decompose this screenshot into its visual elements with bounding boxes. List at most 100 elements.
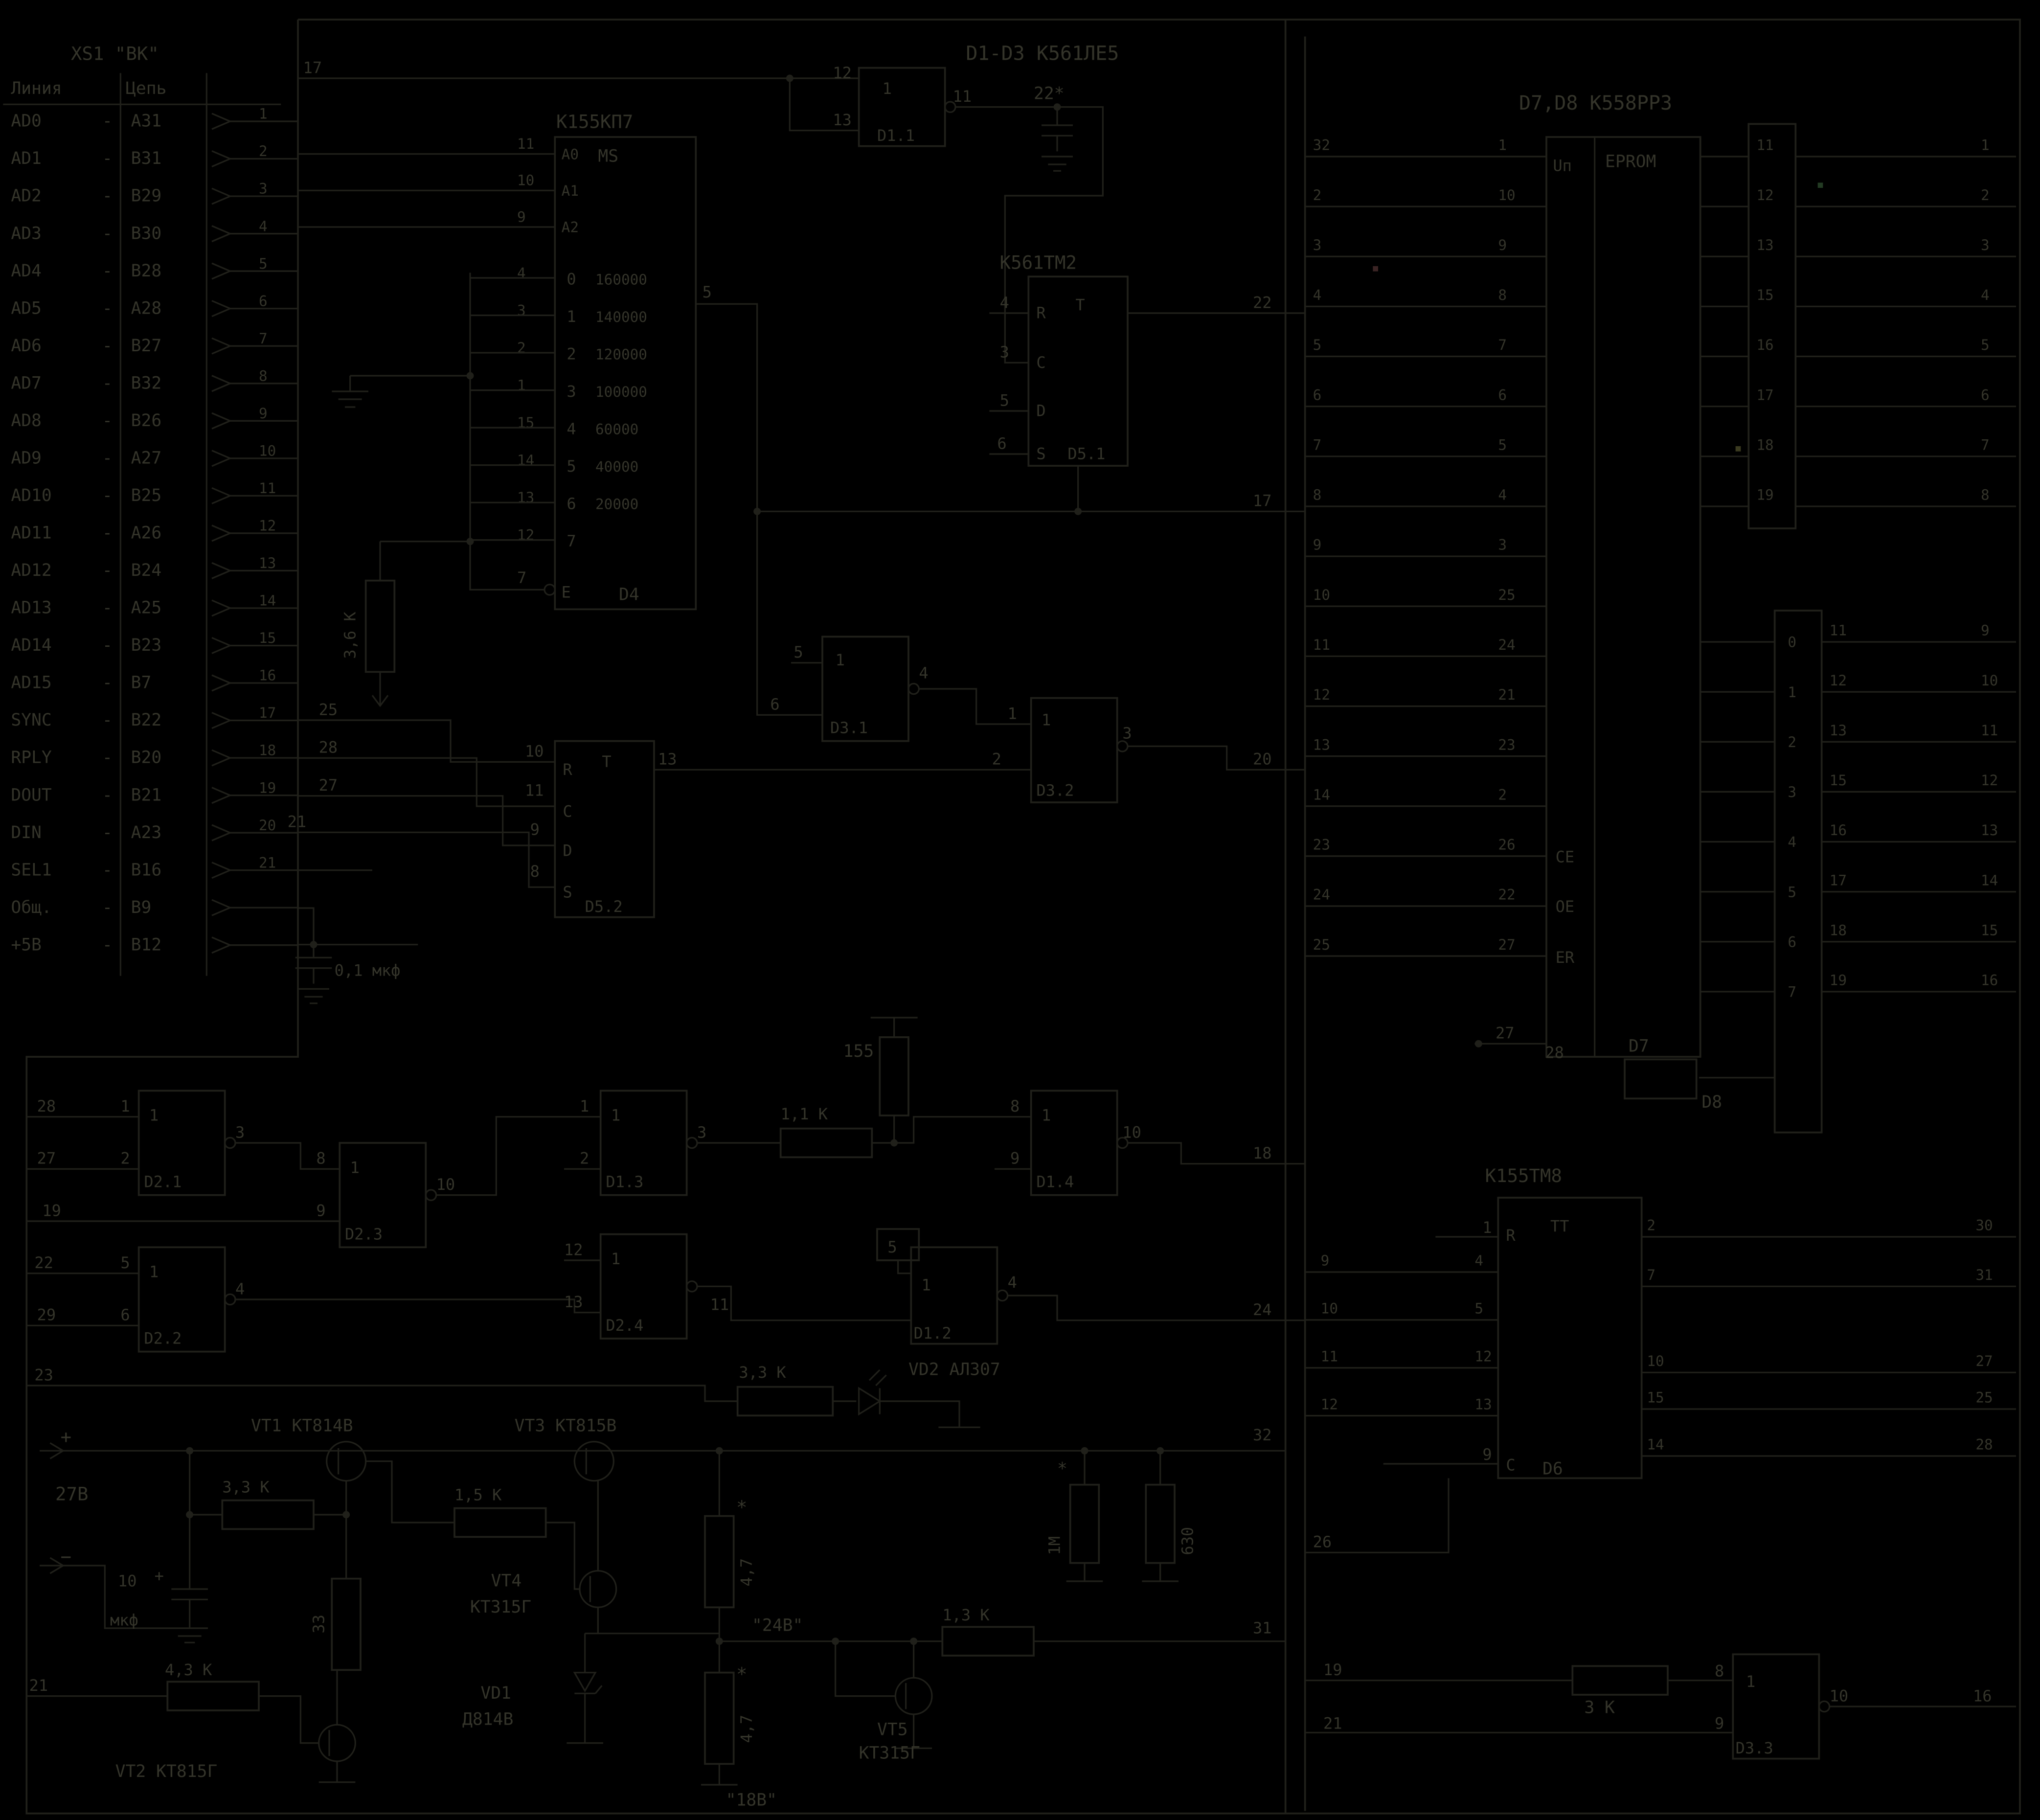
schematic-label: D2.2 [144, 1329, 181, 1348]
schematic-label: 1,5 К [454, 1486, 502, 1504]
vt2-body [318, 1724, 356, 1762]
tm8-far-pin: 28 [1975, 1436, 1993, 1453]
connector-signal: AD1 [11, 149, 42, 168]
connector-num: 3 [259, 181, 268, 197]
connector-dash: - [102, 486, 113, 505]
schematic-label: 3 [697, 1123, 706, 1141]
resistor-3r6k [364, 579, 396, 673]
connector-dash: - [102, 636, 113, 655]
eprom-inner-pin: 27 [1498, 936, 1515, 953]
schematic-label: D5.2 [585, 897, 623, 916]
schematic-label: 9 [530, 820, 540, 839]
schematic-label: D5.1 [1067, 445, 1105, 463]
schematic-label: 1 [1042, 711, 1051, 729]
schematic-label: E [562, 583, 571, 601]
chip-d6-tm8 [1497, 1197, 1643, 1479]
tm8-far-pin: 30 [1975, 1217, 1993, 1234]
eprom-outer-pin: 8 [1313, 487, 1322, 503]
connector-arrow [211, 225, 232, 243]
resistor-4r7-top [704, 1515, 735, 1609]
schematic-label: 33 [309, 1615, 328, 1634]
schematic-label: 20 [1253, 750, 1272, 769]
connector-arrow [211, 674, 232, 692]
schematic-label: 4,7 [737, 1715, 756, 1743]
schematic-label: 19 [42, 1201, 61, 1220]
eprom-inner-pin: 10 [1498, 187, 1515, 204]
connector-pin: B28 [131, 261, 162, 281]
bus-bit: 0 [1788, 634, 1796, 651]
tm8-inner-pin: 4 [1474, 1252, 1483, 1269]
bus-pin: 18 [1756, 436, 1773, 453]
bus-strip-bottom [1773, 610, 1823, 1134]
connector-pin: A28 [131, 298, 162, 318]
schematic-label: T [1075, 296, 1085, 315]
schematic-label: 7 [517, 569, 526, 587]
tm8-out-pin: 2 [1647, 1217, 1655, 1234]
eprom-outer-pin: 25 [1313, 936, 1330, 953]
eprom-outer-pin: 14 [1313, 786, 1330, 803]
schematic-label: 27 [1496, 1024, 1515, 1043]
bus-pin: 19 [1830, 972, 1847, 989]
schematic-label: 9 [1715, 1714, 1724, 1732]
schematic-label: R [1036, 304, 1046, 322]
schematic-label: 26 [1313, 1533, 1332, 1551]
eprom-outer-pin: 7 [1313, 436, 1322, 453]
resistor-4r3k [166, 1681, 260, 1711]
d4-data-pin: 4 [517, 265, 526, 281]
ff-d5-1 [1027, 275, 1129, 467]
connector-signal: AD5 [11, 298, 42, 318]
connector-arrow [211, 936, 232, 954]
connector-dash: - [102, 149, 113, 168]
schematic-label: 31 [1253, 1619, 1272, 1638]
schematic-label: 1 [1008, 704, 1017, 723]
resistor-1r5k [453, 1507, 547, 1538]
schematic-label: 29 [37, 1306, 56, 1324]
schematic-label: S [563, 883, 572, 902]
schematic-label: 5 [887, 1238, 897, 1256]
resistor-630 [1145, 1483, 1176, 1564]
tm8-outer-pin: 10 [1321, 1300, 1338, 1317]
schematic-label: 4,7 [737, 1558, 756, 1587]
schematic-label: ER [1556, 948, 1575, 967]
d4-row-num: 3 [567, 382, 576, 401]
connector-arrow [211, 749, 232, 767]
connector-pin: B9 [131, 898, 152, 917]
bus-far-pin: 8 [1981, 487, 1990, 503]
d4-row-address: 100000 [595, 384, 647, 400]
connector-num: 18 [259, 742, 276, 759]
bus-far-pin: 13 [1981, 822, 1998, 839]
connector-num: 15 [259, 630, 276, 646]
scan-specks [1373, 182, 1823, 452]
connector-pin: B30 [131, 224, 162, 243]
tm8-out-pin: 7 [1647, 1267, 1655, 1283]
connector-pin: B16 [131, 860, 162, 880]
schematic-label: 11 [525, 781, 544, 800]
bus-bit: 2 [1788, 734, 1796, 751]
schematic-label: 21 [1323, 1714, 1342, 1732]
schematic-label: VT4 [491, 1571, 522, 1591]
eprom-inner-pin: 22 [1498, 887, 1515, 903]
schematic-label: 8 [1010, 1097, 1020, 1115]
schematic-label: 4 [919, 664, 928, 682]
schematic-label: D3.2 [1036, 781, 1074, 800]
schematic-label: 17 [303, 58, 322, 77]
connector-dash: - [102, 898, 113, 917]
bus-bit: 3 [1788, 784, 1796, 800]
d4-row-num: 1 [567, 307, 576, 326]
schematic-label: D4 [619, 585, 639, 605]
connector-num: 5 [259, 255, 268, 272]
schematic-label: 9 [316, 1201, 325, 1220]
schematic-label: 1 [836, 651, 845, 669]
wires-bottom-left [26, 1017, 1305, 1428]
eprom-inner-pin: 25 [1498, 587, 1515, 603]
bus-far-pin: 10 [1981, 672, 1998, 689]
schematic-label: EPROM [1605, 152, 1656, 171]
chip-d4-decoder [554, 136, 697, 611]
eprom-inner-pin: 1 [1498, 137, 1507, 154]
schematic-label: 1 [611, 1106, 620, 1125]
schematic-label: 13 [658, 750, 677, 769]
bus-pin: 13 [1756, 237, 1773, 253]
connector-dash: - [102, 860, 113, 880]
eprom-outer-pin: 3 [1313, 237, 1322, 253]
schematic-label: 12 [564, 1240, 583, 1259]
